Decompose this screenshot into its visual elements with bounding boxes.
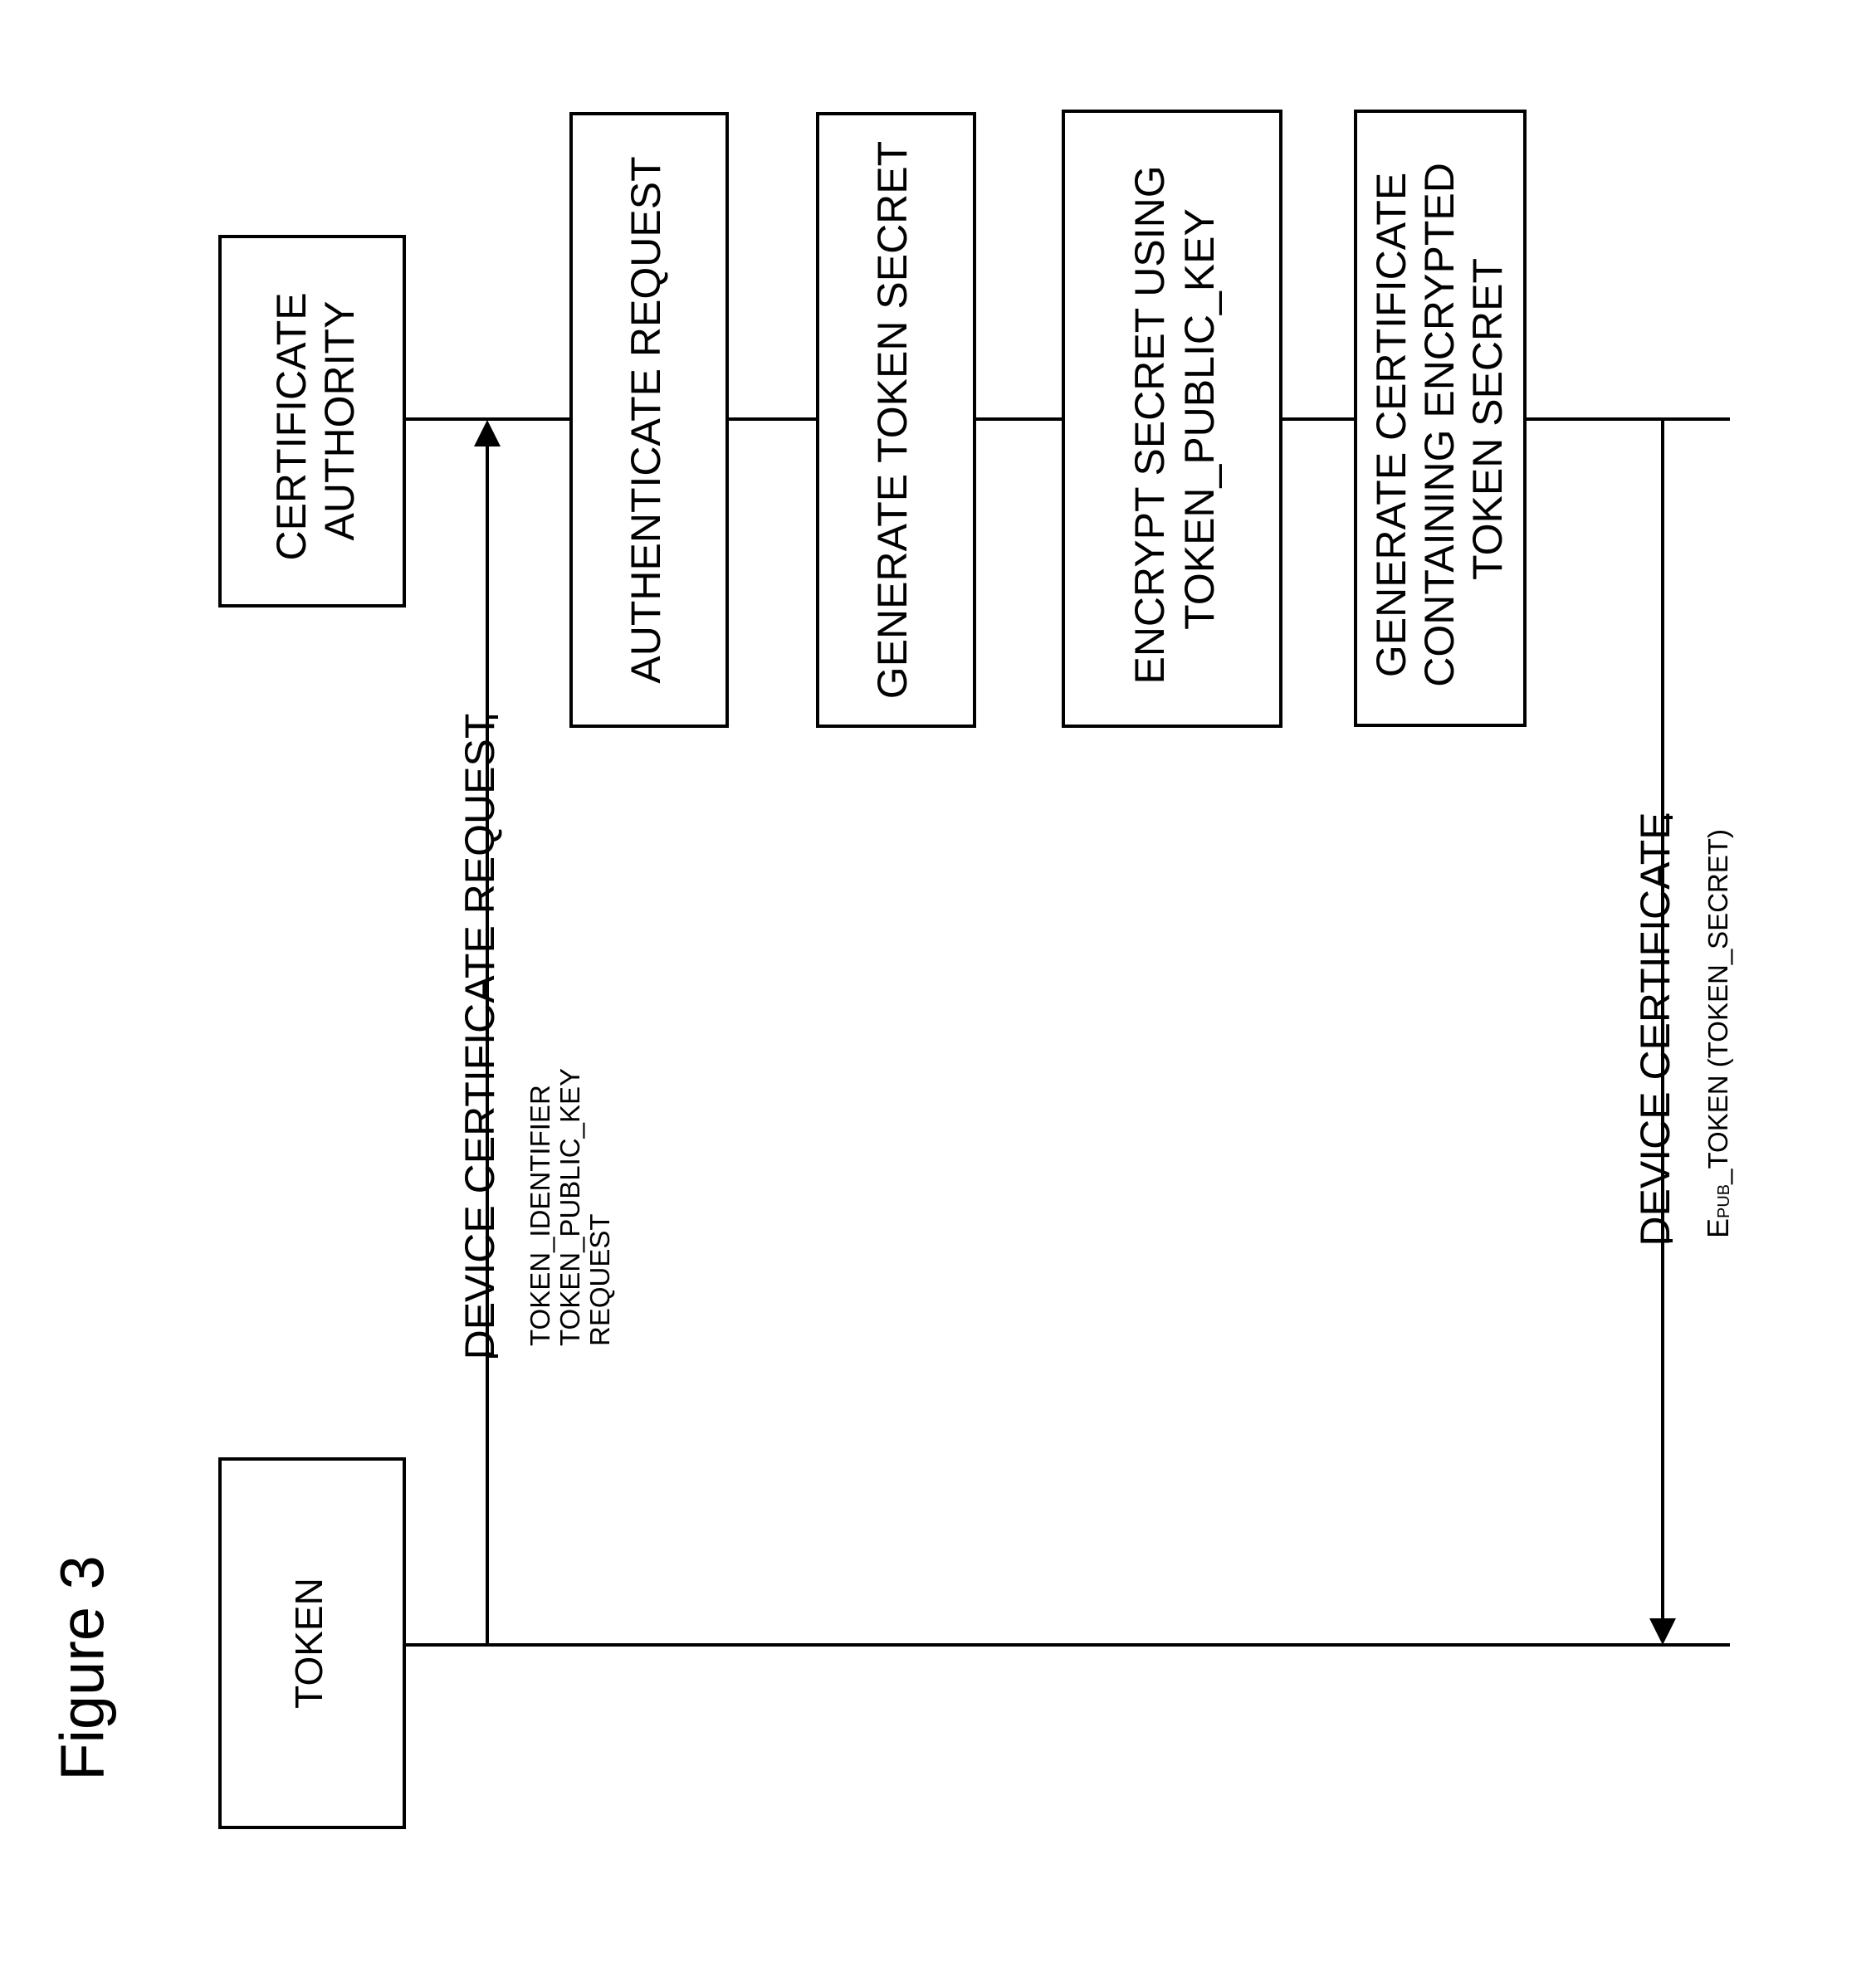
request-message-label: DEVICE CERTIFICATE REQUEST	[457, 714, 503, 1360]
step-generate-token-secret-label: GENERATE TOKEN SECRET	[869, 141, 916, 699]
request-message-details: TOKEN_IDENTIFIER TOKEN_PUBLIC_KEY REQUES…	[525, 1061, 615, 1346]
step-authenticate-request-box	[569, 112, 729, 728]
step-generate-token-secret-box	[816, 112, 976, 728]
token-label: TOKEN	[287, 1578, 330, 1709]
response-arrowhead	[1649, 1618, 1676, 1645]
certificate-authority-box	[218, 235, 406, 607]
step-encrypt-secret-box	[1062, 110, 1282, 728]
step-generate-certificate-label: GENERATE CERTIFICATE CONTAINING ENCRYPTE…	[1368, 151, 1511, 686]
figure-title: Figure 3	[48, 1555, 117, 1780]
step-authenticate-request-label: AUTHENTICATE REQUEST	[623, 156, 669, 683]
response-message-label: DEVICE CERTIFICATE	[1632, 812, 1678, 1246]
request-arrowhead	[474, 420, 501, 446]
response-message-details: EPUB_TOKEN (TOKEN_SECRET)	[1701, 829, 1735, 1238]
certificate-authority-label: CERTIFICATE AUTHORITY	[268, 281, 363, 560]
token-box	[218, 1457, 406, 1829]
step-encrypt-secret-label: ENCRYPT SECRET USING TOKEN_PUBLIC_KEY	[1126, 154, 1223, 684]
step-generate-certificate-box	[1354, 110, 1527, 727]
